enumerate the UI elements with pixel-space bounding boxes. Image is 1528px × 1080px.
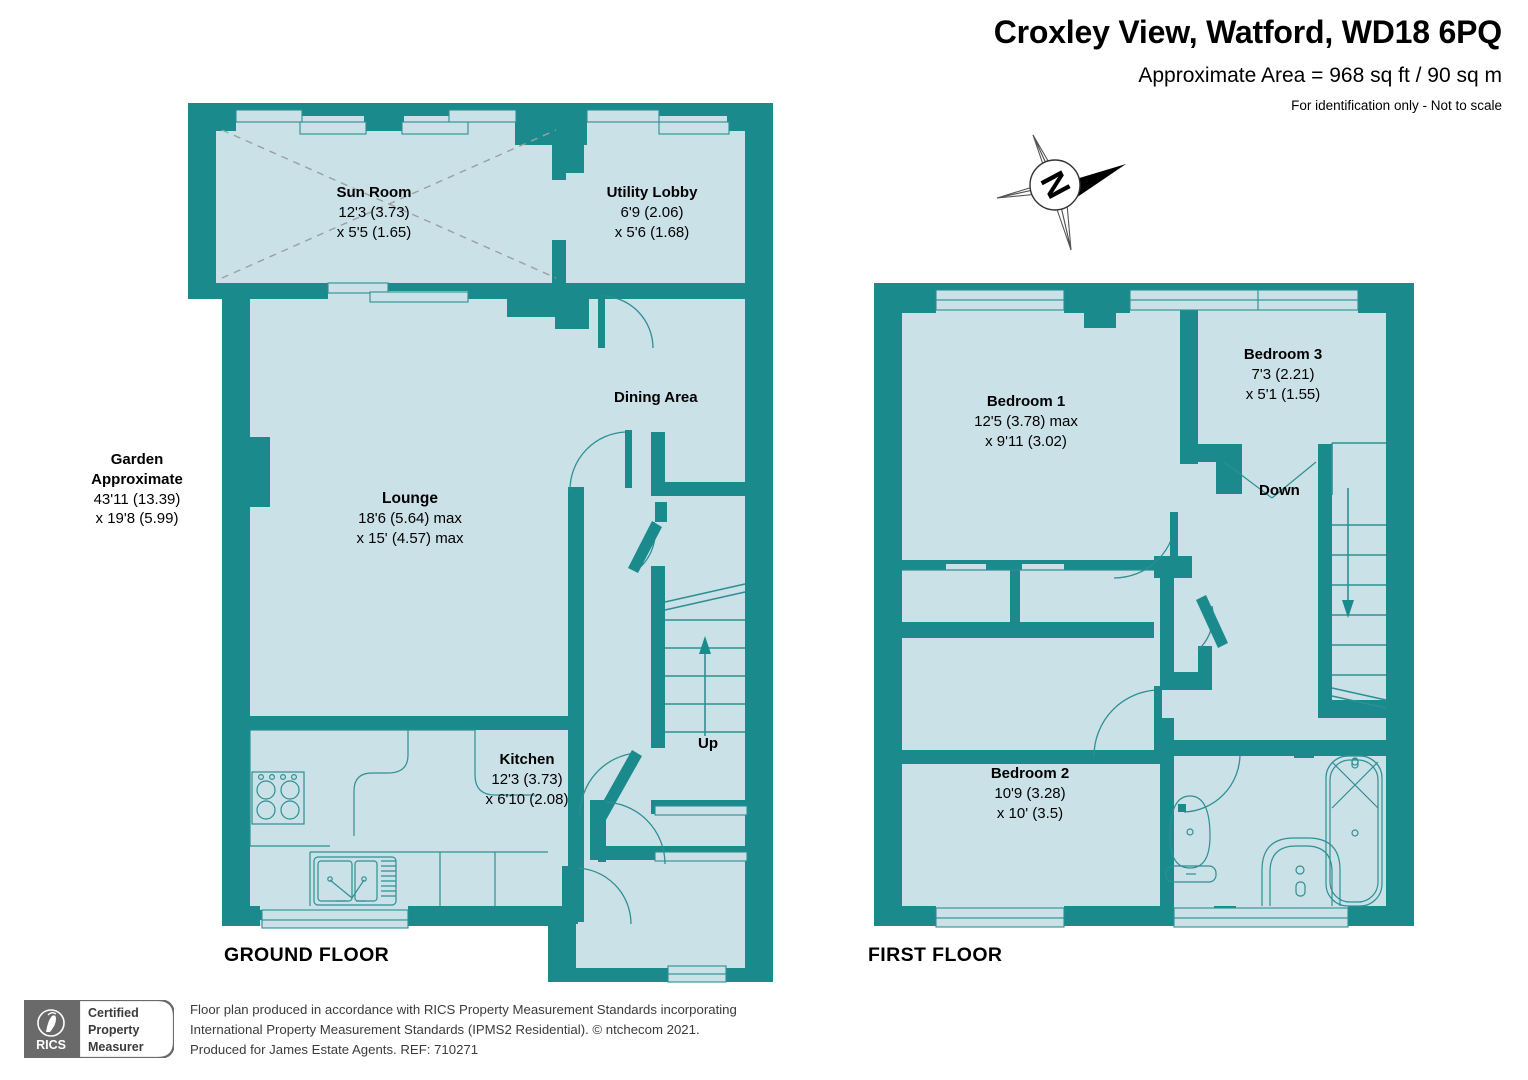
footer-line-1: Floor plan produced in accordance with R… xyxy=(190,1002,737,1017)
ground-floor-plan xyxy=(188,103,773,983)
badge-line-3: Measurer xyxy=(88,1040,144,1054)
first-floor-room-fills xyxy=(874,283,1414,926)
first-floor-caption: FIRST FLOOR xyxy=(868,944,1003,966)
first-floor-doors xyxy=(1093,461,1317,813)
ground-floor-room-fills xyxy=(188,103,773,982)
approximate-area-text: Approximate Area = 968 sq ft / 90 sq m xyxy=(1138,63,1502,87)
bathroom-fixtures xyxy=(1165,755,1383,907)
sun-room-roof-lines xyxy=(221,129,557,279)
badge-line-1: Certified xyxy=(88,1006,139,1020)
disclaimer-text: For identification only - Not to scale xyxy=(1291,97,1502,113)
footer-line-3: Produced for James Estate Agents. REF: 7… xyxy=(190,1042,479,1058)
first-floor-windows xyxy=(935,289,1359,928)
rics-logo-text: RICS xyxy=(36,1038,66,1052)
dining-area-label: Dining Area xyxy=(614,389,698,406)
header-block: Croxley View, Watford, WD18 6PQ Approxim… xyxy=(993,14,1503,113)
first-floor-staircase xyxy=(1331,442,1387,709)
ground-floor-staircase xyxy=(664,583,746,736)
footer-line-2: International Property Measurement Stand… xyxy=(190,1022,700,1038)
ground-floor-doors xyxy=(569,295,666,925)
rics-certified-badge: RICS Certified Property Measurer xyxy=(24,1000,174,1058)
badge-line-2: Property xyxy=(88,1023,139,1037)
stairs-up-label: Up xyxy=(698,735,718,752)
first-floor-plan xyxy=(874,283,1414,928)
page-title: Croxley View, Watford, WD18 6PQ xyxy=(993,14,1503,50)
compass-rose-icon: N xyxy=(996,134,1126,251)
ground-floor-caption: GROUND FLOOR xyxy=(224,944,390,966)
footer-disclaimer-text: Floor plan produced in accordance with R… xyxy=(190,1000,737,1060)
kitchen-fixtures xyxy=(249,729,548,906)
stairs-down-label: Down xyxy=(1259,482,1300,499)
ground-floor-windows xyxy=(235,109,748,983)
footer-block: RICS Certified Property Measurer Floor p… xyxy=(24,996,784,1068)
